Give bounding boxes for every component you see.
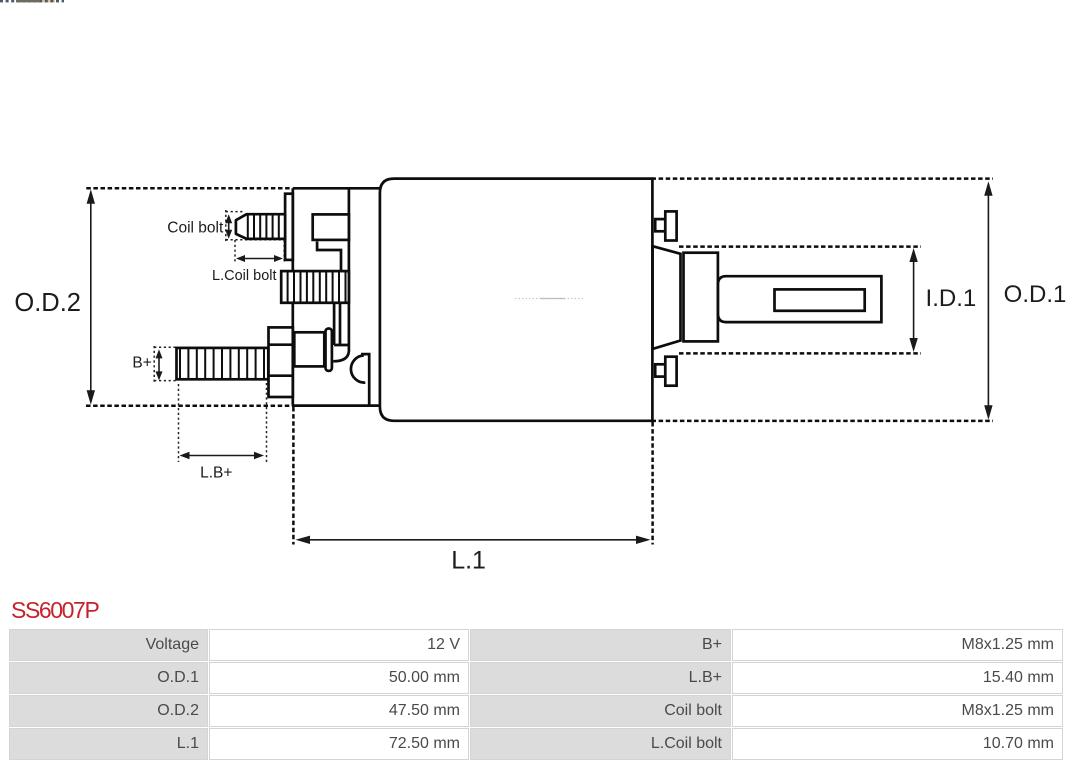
svg-text:I.D.1: I.D.1 (926, 285, 977, 312)
svg-text:L.1: L.1 (451, 546, 486, 574)
svg-text:O.D.2: O.D.2 (14, 289, 81, 317)
svg-text:B+: B+ (132, 355, 151, 372)
svg-text:L.Coil bolt: L.Coil bolt (212, 268, 276, 284)
svg-text:O.D.1: O.D.1 (1004, 281, 1067, 308)
svg-text:Coil bolt: Coil bolt (167, 219, 224, 236)
svg-text:L.B+: L.B+ (200, 464, 232, 481)
